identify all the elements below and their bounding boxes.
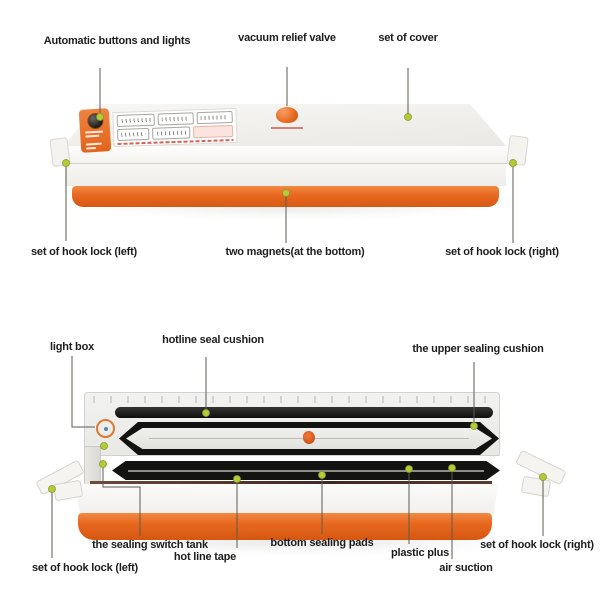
label-hotline-seal-cushion: hotline seal cushion — [162, 334, 264, 346]
upper-sealing-cushion-gasket — [119, 422, 499, 455]
hook-lock-left-tab — [49, 137, 71, 167]
open-lid-inner-face — [84, 392, 500, 456]
light-box-ring — [96, 419, 115, 438]
label-air-suction: air suction — [439, 562, 493, 574]
vacuum-relief-valve-knob — [276, 107, 298, 123]
hotline-seal-cushion-strip — [115, 407, 493, 418]
sealer-body — [65, 164, 506, 186]
label-the-upper-sealing-cushion: the upper sealing cushion — [412, 343, 544, 355]
instruction-pictogram — [117, 127, 150, 142]
label-plastic-plus: plastic plus — [390, 547, 450, 559]
instruction-pictogram — [151, 126, 191, 140]
power-button — [86, 112, 104, 130]
label-the-sealing-switch-tank: the sealing switch tank — [92, 539, 208, 551]
light-box-led — [104, 427, 108, 431]
control-panel — [78, 108, 112, 153]
label-set-of-hook-lock-right-bottom: set of hook lock (right) — [480, 539, 594, 551]
instruction-pictogram — [192, 124, 234, 139]
label-set-of-hook-lock-left-bottom: set of hook lock (left) — [31, 562, 139, 574]
instruction-pictogram — [157, 112, 194, 126]
label-light-box: light box — [49, 341, 95, 353]
label-hot-line-tape: hot line tape — [173, 551, 237, 563]
panel-text-line — [85, 142, 102, 146]
pads-groove — [127, 470, 485, 472]
panel-text-line — [86, 146, 97, 150]
center-logo-dot — [303, 431, 315, 444]
label-vacuum-relief-valve: vacuum relief valve — [238, 32, 336, 44]
hot-line-tape-strip — [90, 481, 492, 484]
panel-text-line — [85, 134, 100, 138]
panel-text-line — [85, 130, 104, 134]
label-two-magnets: two magnets(at the bottom) — [225, 246, 365, 258]
cover-front-face — [63, 146, 507, 164]
label-bottom-sealing-pads: bottom sealing pads — [270, 537, 374, 549]
orange-base — [72, 186, 499, 207]
label-set-of-cover: set of cover — [378, 32, 438, 44]
instruction-pictogram — [116, 113, 155, 128]
open-sealer-illustration — [30, 388, 570, 563]
closed-sealer-illustration — [49, 100, 529, 215]
hook-lock-right-latch — [520, 475, 552, 498]
label-set-of-hook-lock-right-top: set of hook lock (right) — [445, 246, 559, 258]
label-set-of-hook-lock-left-top: set of hook lock (left) — [30, 246, 138, 258]
valve-caption — [271, 127, 303, 129]
base-front-face — [74, 484, 498, 514]
instruction-sticker — [112, 107, 238, 148]
lid-ribs — [93, 396, 491, 403]
hook-lock-right-tab — [506, 134, 529, 167]
bottom-sealing-pads-strip — [112, 461, 500, 480]
instruction-pictogram — [196, 110, 233, 125]
orange-base — [78, 513, 492, 540]
label-automatic-buttons-and-lights: Automatic buttons and lights — [43, 35, 191, 47]
